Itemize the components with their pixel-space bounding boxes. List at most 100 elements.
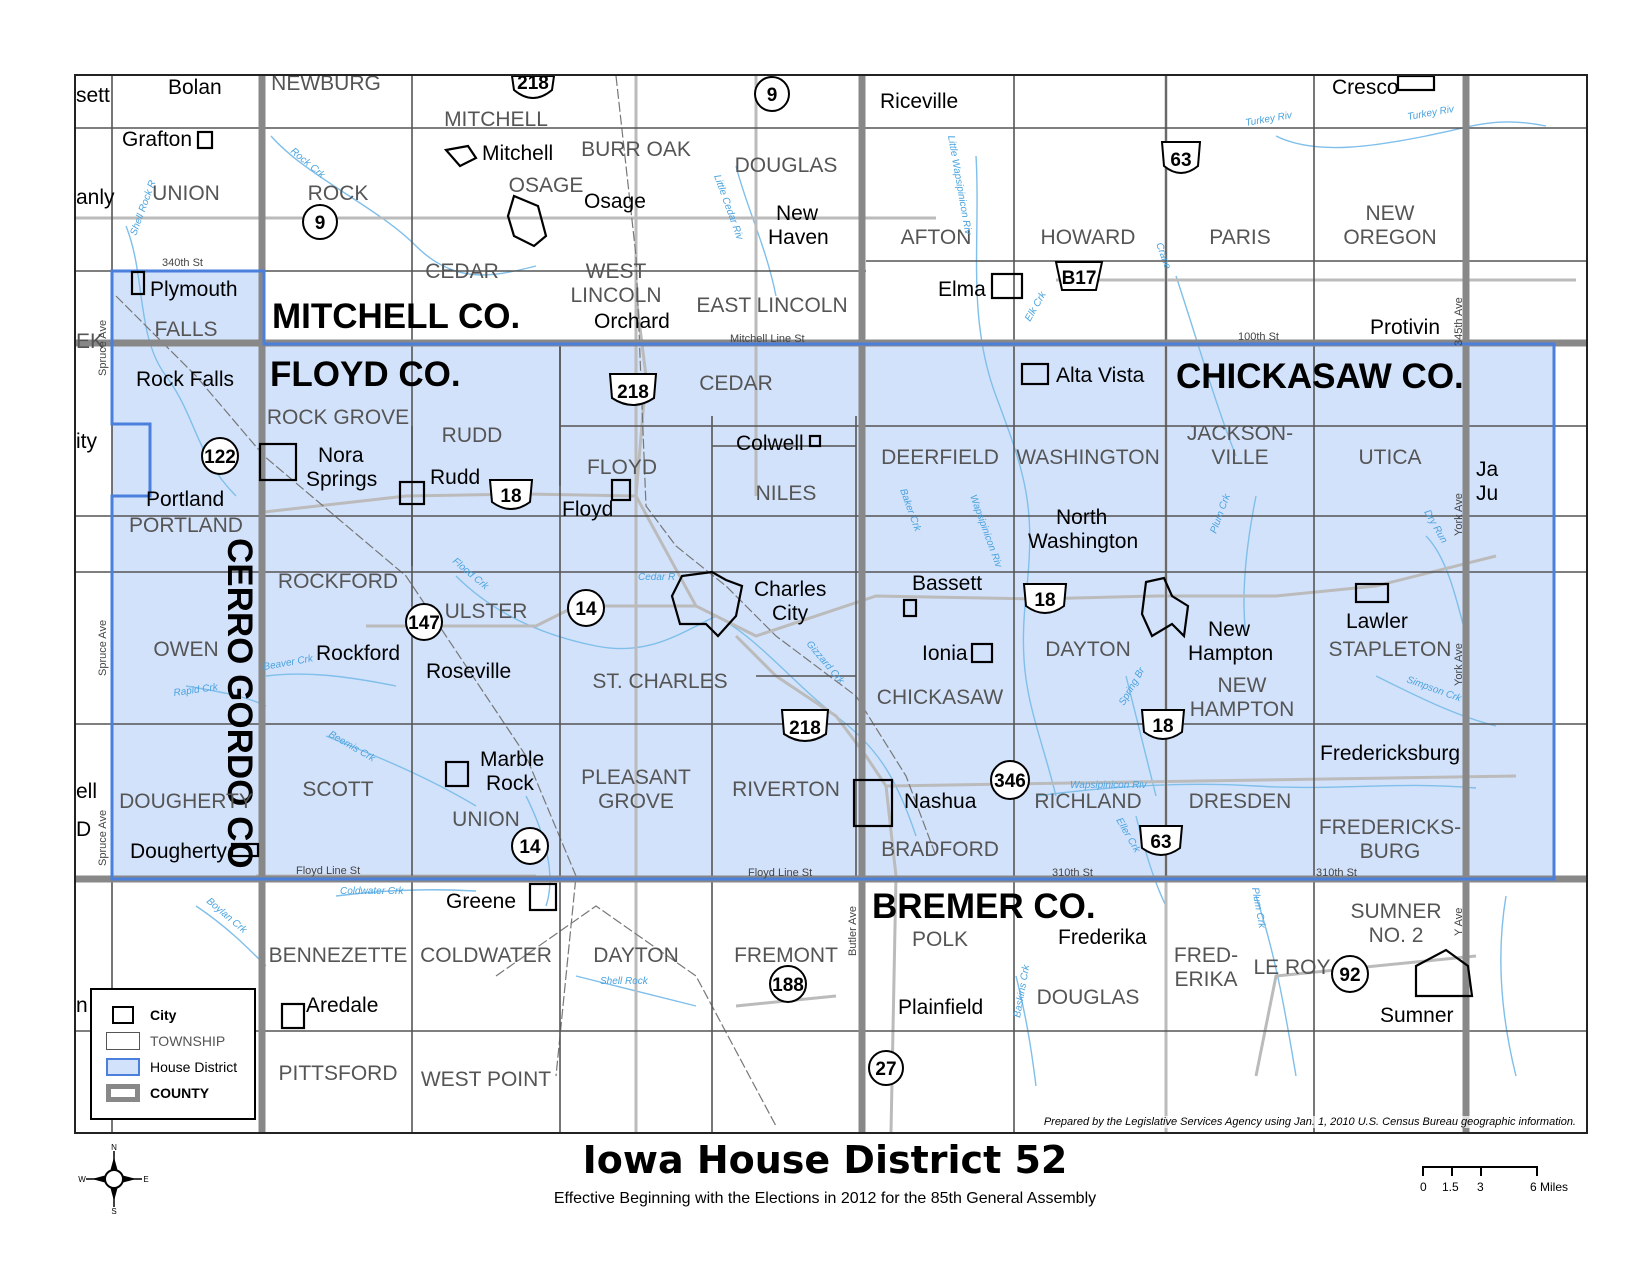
city-label: Rock: [486, 772, 534, 795]
city-label: Plainfield: [898, 996, 983, 1019]
legend-item-city: City: [106, 1004, 176, 1026]
city-label: Colwell: [736, 432, 804, 455]
city-label: Marble: [480, 748, 544, 771]
city-label: Orchard: [594, 310, 670, 333]
legend-item-township: TOWNSHIP: [106, 1030, 225, 1052]
state-route-shield: 188: [769, 965, 807, 1003]
route-shields: 218 9 63 9 B17 218 122 18 18 14 147 218 …: [201, 76, 1369, 1086]
city-label: Floyd: [562, 498, 613, 521]
svg-text:218: 218: [789, 718, 821, 739]
county-label-bremer: BREMER CO.: [872, 887, 1096, 926]
county-labels: MITCHELL CO. FLOYD CO. CHICKASAW CO. CER…: [220, 297, 1464, 926]
road-label: York Ave: [1453, 643, 1465, 686]
township-label: FREDERICKS-: [1319, 816, 1461, 839]
township-label: SUMNER: [1350, 900, 1441, 923]
city-label-edge: n: [76, 994, 88, 1017]
city-label: Portland: [146, 488, 224, 511]
township-label: BENNEZETTE: [269, 944, 408, 967]
state-route-shield: 14: [511, 827, 549, 865]
water-features: [125, 121, 1547, 1087]
compass-north: N: [111, 1143, 117, 1152]
svg-text:14: 14: [519, 837, 541, 858]
water-label: Baskins Crk: [1012, 963, 1032, 1018]
township-label: DOUGLAS: [1037, 986, 1140, 1009]
svg-text:218: 218: [517, 76, 549, 94]
township-label: ERIKA: [1174, 968, 1237, 991]
city-label: Nora: [318, 444, 364, 467]
county-label-chickasaw: CHICKASAW CO.: [1176, 357, 1464, 396]
township-label: ROCK GROVE: [267, 406, 409, 429]
township-label: RIVERTON: [732, 778, 840, 801]
township-label: NEW: [1218, 674, 1267, 697]
township-label: RICHLAND: [1034, 790, 1141, 813]
water-label: Shell Rock: [600, 976, 649, 987]
city-label: Cresco: [1332, 76, 1399, 99]
water-label: Shell Rock R: [128, 179, 158, 237]
township-label: OSAGE: [509, 174, 584, 197]
district-symbol-icon: [106, 1058, 140, 1076]
city-label-edge: D: [76, 818, 91, 841]
township-label: ROCK: [308, 182, 369, 205]
city-label: North: [1056, 506, 1107, 529]
road-label: Spruce Ave: [97, 810, 109, 866]
state-route-shield: 14: [567, 589, 605, 627]
township-label: NEWBURG: [271, 76, 381, 95]
road-label: Floyd Line St: [296, 865, 360, 877]
legend-item-district: House District: [106, 1056, 237, 1078]
township-label: BURR OAK: [581, 138, 691, 161]
city-label: Osage: [584, 190, 646, 213]
city-label-edge: ity: [76, 430, 98, 453]
state-route-shield: 9: [302, 204, 338, 240]
city-label: New: [1208, 618, 1251, 641]
svg-text:18: 18: [500, 486, 521, 507]
state-route-shield: 147: [405, 603, 443, 641]
city-label-edge: sett: [76, 84, 110, 107]
road-label: Floyd Line St: [748, 867, 812, 879]
legend-label: COUNTY: [150, 1085, 210, 1101]
city-label: Plymouth: [150, 278, 238, 301]
svg-text:218: 218: [617, 382, 649, 403]
city-symbol-icon: [112, 1006, 134, 1024]
township-label: HOWARD: [1041, 226, 1136, 249]
township-label: ST. CHARLES: [592, 670, 727, 693]
city-outlines: [130, 76, 1474, 1030]
city-label: Haven: [768, 226, 829, 249]
city-label: Frederika: [1058, 926, 1147, 949]
svg-text:18: 18: [1152, 716, 1173, 737]
township-label-edge: EK: [76, 330, 104, 353]
city-label: Alta Vista: [1056, 364, 1145, 387]
city-label: Roseville: [426, 660, 511, 683]
svg-text:B17: B17: [1062, 268, 1097, 289]
city-label: Riceville: [880, 90, 958, 113]
scale-bar: 0 1.5 3 6 Miles: [1420, 1164, 1568, 1204]
us-highway-shield: 18: [1022, 583, 1068, 614]
scale-tick: [1480, 1166, 1482, 1176]
city-label: Aredale: [306, 994, 378, 1017]
city-label: Lawler: [1346, 610, 1408, 633]
township-label: ROCKFORD: [278, 570, 398, 593]
city-label-edge: anly: [76, 186, 115, 209]
district-boundary: [110, 269, 1556, 881]
us-highway-shield: 63: [1160, 141, 1202, 174]
legend-item-county: COUNTY: [106, 1082, 209, 1104]
road-label: Y Ave: [1453, 908, 1465, 936]
svg-text:9: 9: [767, 85, 778, 106]
road-label: Spruce Ave: [97, 320, 109, 376]
township-label: PARIS: [1209, 226, 1270, 249]
road-label: 100th St: [1238, 331, 1279, 343]
svg-text:346: 346: [994, 771, 1026, 792]
city-label: Fredericksburg: [1320, 742, 1460, 765]
map-canvas: MITCHELL CO. FLOYD CO. CHICKASAW CO. CER…: [76, 76, 1586, 1132]
township-label: COLDWATER: [420, 944, 552, 967]
state-route-shield: 122: [201, 437, 239, 475]
road-label: York Ave: [1453, 493, 1465, 536]
township-label: JACKSON-: [1187, 422, 1293, 445]
city-label: Elma: [938, 278, 986, 301]
city-label: Rudd: [430, 466, 480, 489]
township-label: UTICA: [1359, 446, 1422, 469]
road-label: Mitchell Line St: [730, 333, 805, 345]
township-label: CHICKASAW: [877, 686, 1004, 709]
scale-label: 1.5: [1442, 1180, 1459, 1194]
water-label: Wapsipinicon Riv: [1070, 780, 1148, 791]
road-label: 340th St: [162, 257, 203, 269]
